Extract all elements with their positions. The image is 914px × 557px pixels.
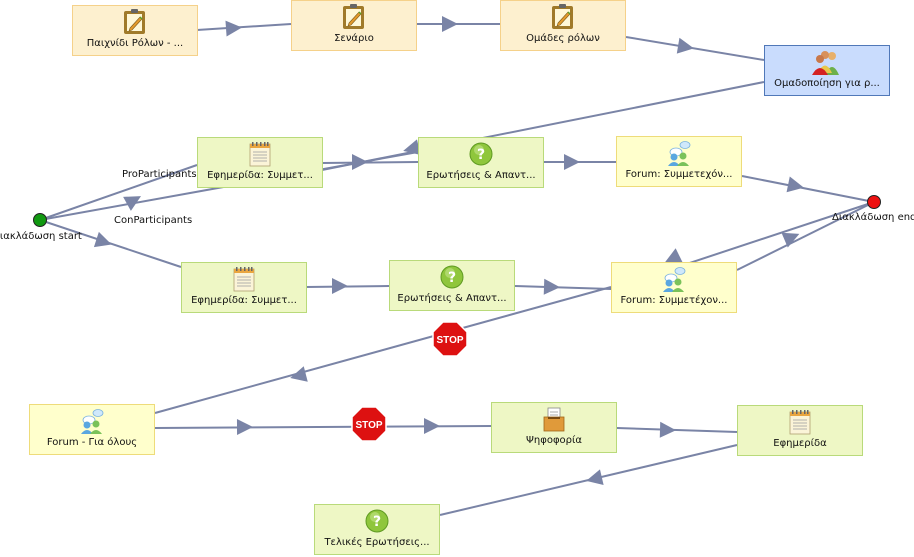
transition-line[interactable] [741, 175, 875, 203]
arrowhead-icon [403, 139, 421, 155]
svg-text:?: ? [448, 270, 456, 286]
arrowhead-icon [781, 232, 800, 248]
stop-sign-text: STOP [355, 420, 382, 431]
activity-label: Ερωτήσεις & Απαντ... [426, 170, 536, 181]
arrowhead-icon [543, 278, 560, 295]
activity-label: Ομάδες ρόλων [526, 33, 600, 44]
activity-label: Τελικές Ερωτήσεις... [324, 537, 430, 548]
activity-label: Forum: Συμμετεχόν... [625, 169, 733, 180]
forum-icon [667, 140, 691, 166]
notepad-edit-icon [551, 4, 575, 30]
activity-final-qa[interactable]: ? Τελικές Ερωτήσεις... [314, 504, 440, 555]
transition-line[interactable] [736, 201, 875, 271]
activity-role-groups[interactable]: Ομάδες ρόλων [500, 0, 626, 51]
activity-forum-all[interactable]: Forum - Για όλους [29, 404, 155, 455]
activity-label: Παιχνίδι Ρόλων - ... [86, 38, 184, 49]
edge-label-pro: ProParticipants [122, 169, 197, 180]
forum-icon [80, 408, 104, 434]
arrowhead-icon [786, 176, 804, 193]
activity-journal-con[interactable]: Εφημερίδα: Συμμετ... [181, 262, 307, 313]
activity-journal-pro[interactable]: Εφημερίδα: Συμμετ... [197, 137, 323, 188]
stop-sign-icon: STOP [351, 406, 387, 442]
question-icon: ? [440, 264, 464, 290]
activity-label: Εφημερίδα [773, 438, 827, 449]
stop-sign-text: STOP [436, 335, 463, 346]
gateway-start-label: Διακλάδωση start [0, 231, 82, 242]
transition-line[interactable] [154, 425, 492, 429]
arrowhead-icon [424, 418, 440, 434]
transition-line[interactable] [514, 285, 612, 290]
arrowhead-icon [676, 37, 694, 54]
arrowhead-icon [290, 366, 308, 382]
activity-grouping[interactable]: Ομαδοποίηση για ρ... [764, 45, 890, 96]
transition-line[interactable] [616, 427, 738, 433]
notebook-icon [248, 141, 272, 167]
activity-qa-pro[interactable]: ? Ερωτήσεις & Απαντ... [418, 137, 544, 188]
notebook-icon [232, 266, 256, 292]
transition-line[interactable] [321, 161, 419, 164]
transition-line[interactable] [196, 23, 292, 31]
transition-line[interactable] [305, 285, 390, 288]
svg-text:?: ? [477, 147, 485, 163]
group-users-icon [810, 49, 844, 75]
notepad-edit-icon [123, 9, 147, 35]
activity-label: Ψηφοφορία [526, 435, 582, 446]
activity-forum-con[interactable]: Forum: Συμμετέχον... [611, 262, 737, 313]
arrowhead-icon [352, 154, 368, 170]
arrowhead-icon [123, 196, 141, 211]
forum-icon [662, 266, 686, 292]
arrowhead-icon [564, 154, 580, 170]
arrowhead-icon [659, 421, 676, 438]
arrowhead-icon [93, 231, 112, 248]
arrowhead-icon [586, 469, 604, 485]
arrowhead-icon [236, 419, 253, 436]
activity-label: Σενάριο [334, 33, 374, 44]
gateway-end-label: Διακλάδωση end [832, 212, 914, 223]
gateway-end[interactable] [867, 195, 881, 209]
activity-label: Ερωτήσεις & Απαντ... [397, 293, 507, 304]
edge-label-con: ConParticipants [114, 215, 193, 226]
question-icon: ? [469, 141, 493, 167]
activity-forum-pro[interactable]: Forum: Συμμετεχόν... [616, 136, 742, 187]
notepad-edit-icon [342, 4, 366, 30]
question-icon: ? [365, 508, 389, 534]
activity-qa-con[interactable]: ? Ερωτήσεις & Απαντ... [389, 260, 515, 311]
notebook-icon [788, 409, 812, 435]
activity-roleplay[interactable]: Παιχνίδι Ρόλων - ... [72, 5, 198, 56]
arrowhead-icon [664, 248, 683, 263]
transition-line[interactable] [39, 164, 198, 221]
activity-label: Ομαδοποίηση για ρ... [774, 78, 880, 89]
activity-scenario[interactable]: Σενάριο [291, 0, 417, 51]
activity-label: Forum: Συμμετέχον... [620, 295, 728, 306]
activity-label: Εφημερίδα: Συμμετ... [191, 295, 297, 306]
ballot-box-icon [542, 406, 566, 432]
transition-line[interactable] [154, 286, 612, 414]
arrowhead-icon [332, 278, 348, 294]
activity-label: Εφημερίδα: Συμμετ... [207, 170, 313, 181]
gateway-start[interactable] [33, 213, 47, 227]
activity-vote[interactable]: Ψηφοφορία [491, 402, 617, 453]
stop-sign-icon: STOP [432, 321, 468, 357]
arrowhead-icon [442, 16, 458, 32]
arrowhead-icon [225, 20, 242, 37]
activity-journal[interactable]: Εφημερίδα [737, 405, 863, 456]
svg-text:?: ? [373, 514, 381, 530]
transition-line[interactable] [625, 36, 765, 61]
activity-label: Forum - Για όλους [46, 437, 138, 448]
